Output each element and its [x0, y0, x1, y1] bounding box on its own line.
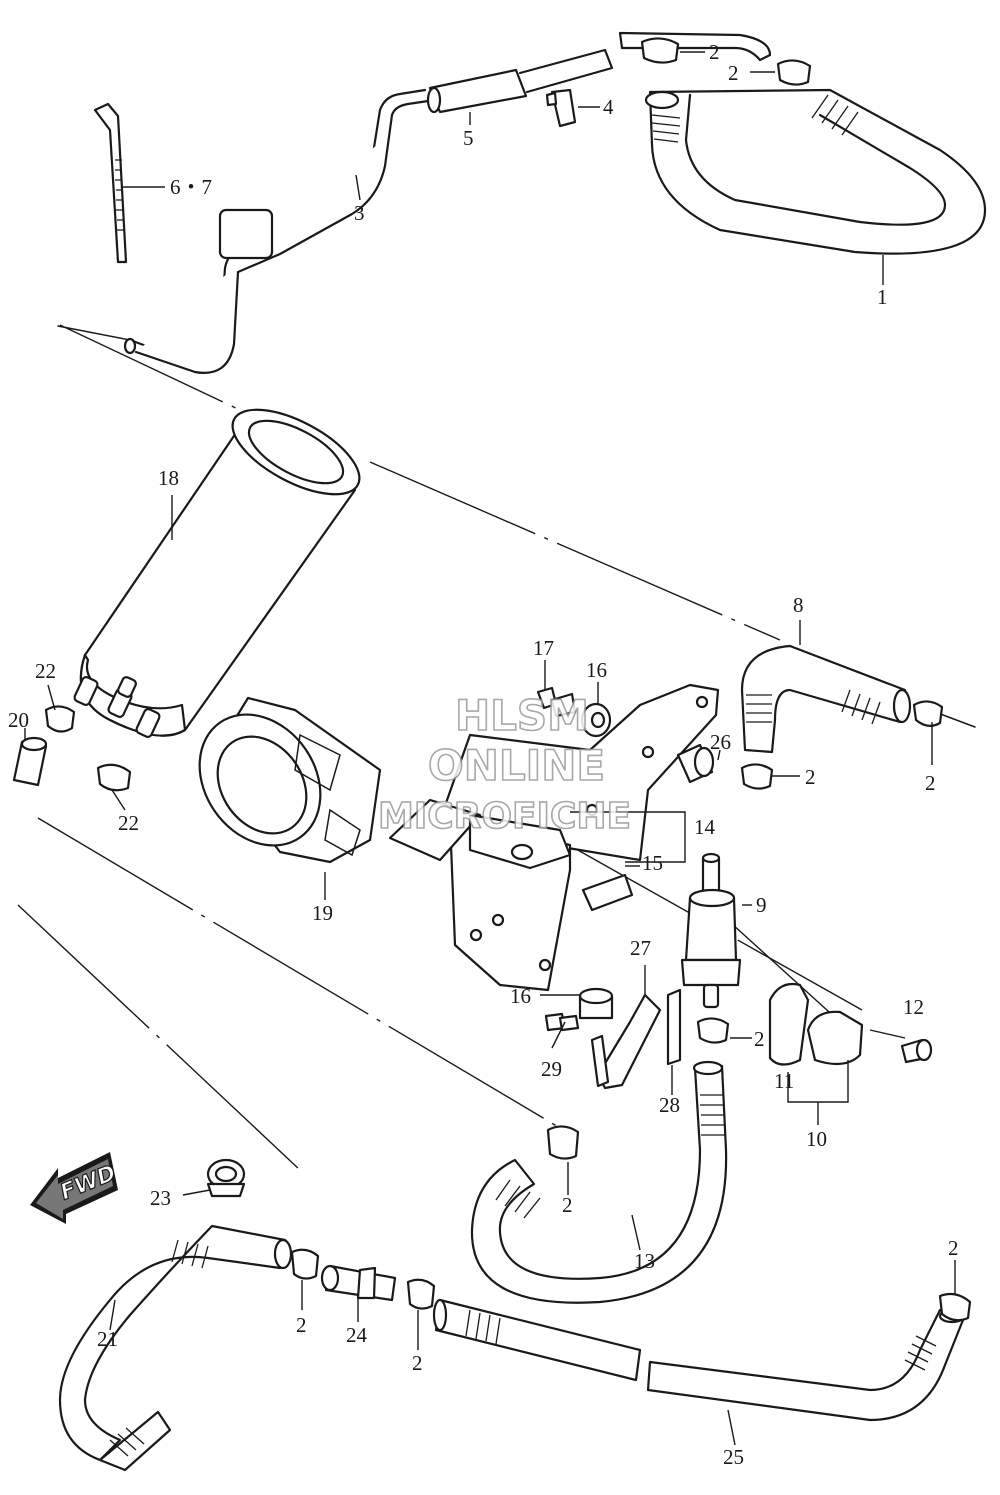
hose-21 — [58, 1224, 293, 1472]
callout-17: 17 — [533, 636, 554, 660]
bolt-29 — [544, 1012, 580, 1032]
bracket-27 — [590, 993, 662, 1090]
pipe-assembly-3 — [123, 48, 614, 374]
fwd-direction-arrow: FWD — [30, 1152, 120, 1224]
plate-28 — [666, 988, 682, 1066]
callout-12: 12 — [903, 995, 924, 1019]
callout-2: 2 — [562, 1193, 573, 1217]
callout-3: 3 — [354, 201, 365, 225]
callout-2: 2 — [412, 1351, 423, 1375]
callout-22: 22 — [118, 811, 139, 835]
callout-9: 9 — [756, 893, 767, 917]
callout-1: 1 — [877, 285, 888, 309]
clamp-set-10-11 — [768, 982, 864, 1066]
clip-4 — [545, 88, 577, 128]
callout-21: 21 — [97, 1327, 118, 1351]
hose-13 — [470, 1060, 728, 1304]
clamp-2-hose21 — [290, 1248, 320, 1280]
clamp-22-upper — [44, 705, 76, 733]
callout-26: 26 — [710, 730, 731, 754]
clamp-2-hose25-right — [938, 1292, 972, 1322]
callout-4: 4 — [603, 95, 614, 119]
bracket-14 — [388, 683, 720, 992]
bracket-15 — [581, 873, 634, 912]
clamp-2-hose8 — [912, 700, 944, 727]
callout-23: 23 — [150, 1186, 171, 1210]
screw-12 — [900, 1038, 933, 1064]
callout-leaders — [24, 51, 956, 1446]
pipe-grommet — [218, 208, 274, 260]
callout-5: 5 — [463, 126, 474, 150]
hose-8 — [740, 644, 912, 754]
callout-8: 8 — [793, 593, 804, 617]
muffler-5 — [428, 68, 528, 114]
callout-22: 22 — [35, 659, 56, 683]
hose-clamps-2 — [290, 37, 972, 1322]
callout-28: 28 — [659, 1093, 680, 1117]
valve-9 — [680, 852, 742, 1009]
callout-2: 2 — [805, 765, 816, 789]
grommet-16-lower — [578, 987, 614, 1020]
callout-10: 10 — [806, 1127, 827, 1151]
callout-15: 15 — [642, 851, 663, 875]
callout-11: 11 — [774, 1069, 794, 1093]
clamp-2-hose25-left — [406, 1278, 436, 1310]
callout-14: 14 — [694, 815, 716, 839]
callout-24: 24 — [346, 1323, 368, 1347]
callout-25: 25 — [723, 1445, 744, 1469]
watermark-line-1: HLSM — [455, 691, 589, 740]
clamp-2-hose13 — [546, 1125, 580, 1160]
callout-27: 27 — [630, 936, 651, 960]
callout-13: 13 — [634, 1249, 655, 1273]
callout-20: 20 — [8, 708, 29, 732]
callout-2: 2 — [948, 1236, 959, 1260]
callout-16: 16 — [586, 658, 607, 682]
callout-numbers: 2 2 4 5 6・7 3 1 18 22 20 22 17 16 8 26 2… — [8, 40, 959, 1469]
clamp-22-lower — [96, 763, 132, 792]
callout-29: 29 — [541, 1057, 562, 1081]
callout-19: 19 — [312, 901, 333, 925]
callout-2: 2 — [728, 61, 739, 85]
callout-2: 2 — [296, 1313, 307, 1337]
clamp-2-valve-bottom — [696, 1017, 730, 1044]
watermark-line-3: MICROFICHE — [378, 796, 631, 837]
clamp-2-top-b — [776, 59, 812, 86]
hose-1 — [618, 31, 987, 255]
callout-16: 16 — [510, 984, 531, 1008]
cap-20 — [12, 736, 48, 787]
pin-26 — [676, 743, 715, 784]
bolt-17 — [536, 686, 577, 718]
callout-2: 2 — [709, 40, 720, 64]
grommet-16-upper — [580, 702, 612, 738]
connector-24 — [320, 1264, 397, 1302]
watermark: HLSM ONLINE MICROFICHE — [377, 690, 632, 838]
callout-2: 2 — [754, 1027, 765, 1051]
clamp-23 — [206, 1158, 246, 1198]
hose-25 — [432, 1298, 966, 1422]
clamp-2-valve-top — [740, 763, 774, 790]
canister-18 — [73, 408, 361, 738]
holder-19 — [198, 696, 382, 864]
cable-tie-6-7 — [93, 102, 128, 264]
callout-2: 2 — [925, 771, 936, 795]
callout-6-7: 6・7 — [170, 175, 212, 199]
watermark-line-2: ONLINE — [428, 741, 605, 790]
clamp-2-top-a — [640, 37, 680, 64]
callout-18: 18 — [158, 466, 179, 490]
